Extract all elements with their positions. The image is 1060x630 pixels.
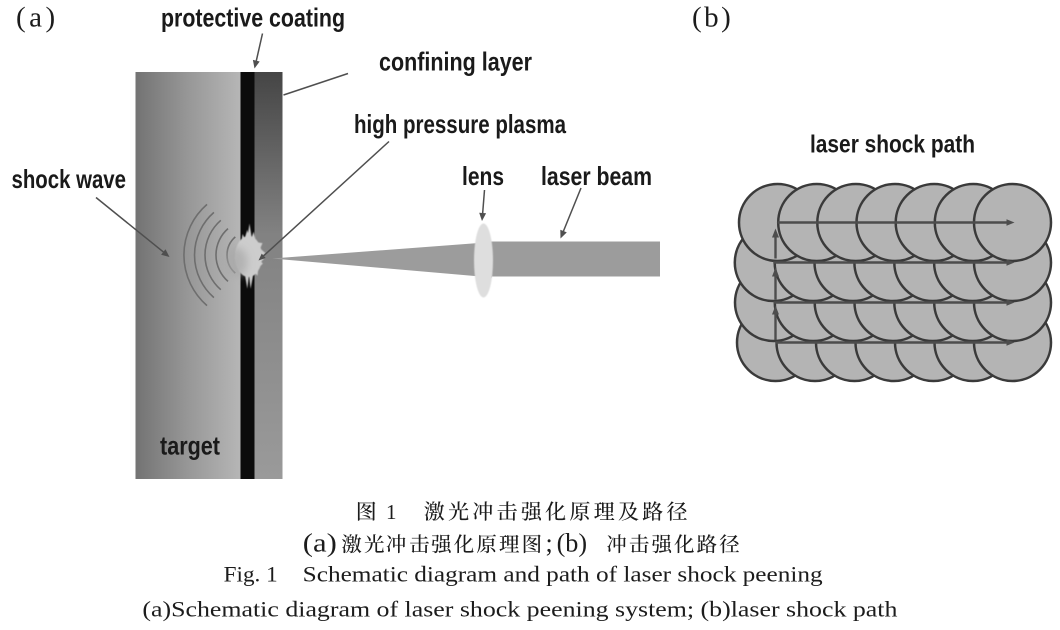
svg-text:protective coating: protective coating bbox=[161, 2, 345, 32]
svg-text:target: target bbox=[160, 431, 220, 461]
svg-text:(b): (b) bbox=[692, 1, 733, 33]
svg-text:high pressure plasma: high pressure plasma bbox=[354, 109, 566, 139]
svg-text:;: ; bbox=[546, 529, 553, 558]
svg-text:confining layer: confining layer bbox=[379, 47, 532, 77]
svg-text:Schematic diagram and path of: Schematic diagram and path of laser shoc… bbox=[303, 562, 823, 587]
svg-text:1: 1 bbox=[386, 500, 397, 524]
svg-text:(a): (a) bbox=[303, 529, 337, 558]
svg-text:shock wave: shock wave bbox=[12, 164, 126, 194]
svg-text:lens: lens bbox=[462, 161, 504, 191]
svg-text:(b): (b) bbox=[557, 529, 588, 558]
svg-text:(a): (a) bbox=[16, 1, 59, 33]
svg-text:laser shock path: laser shock path bbox=[810, 131, 975, 159]
svg-text:(a)Schematic diagram of laser: (a)Schematic diagram of laser shock peen… bbox=[142, 597, 897, 622]
svg-text:Fig. 1: Fig. 1 bbox=[224, 562, 278, 587]
svg-text:laser beam: laser beam bbox=[541, 161, 652, 191]
